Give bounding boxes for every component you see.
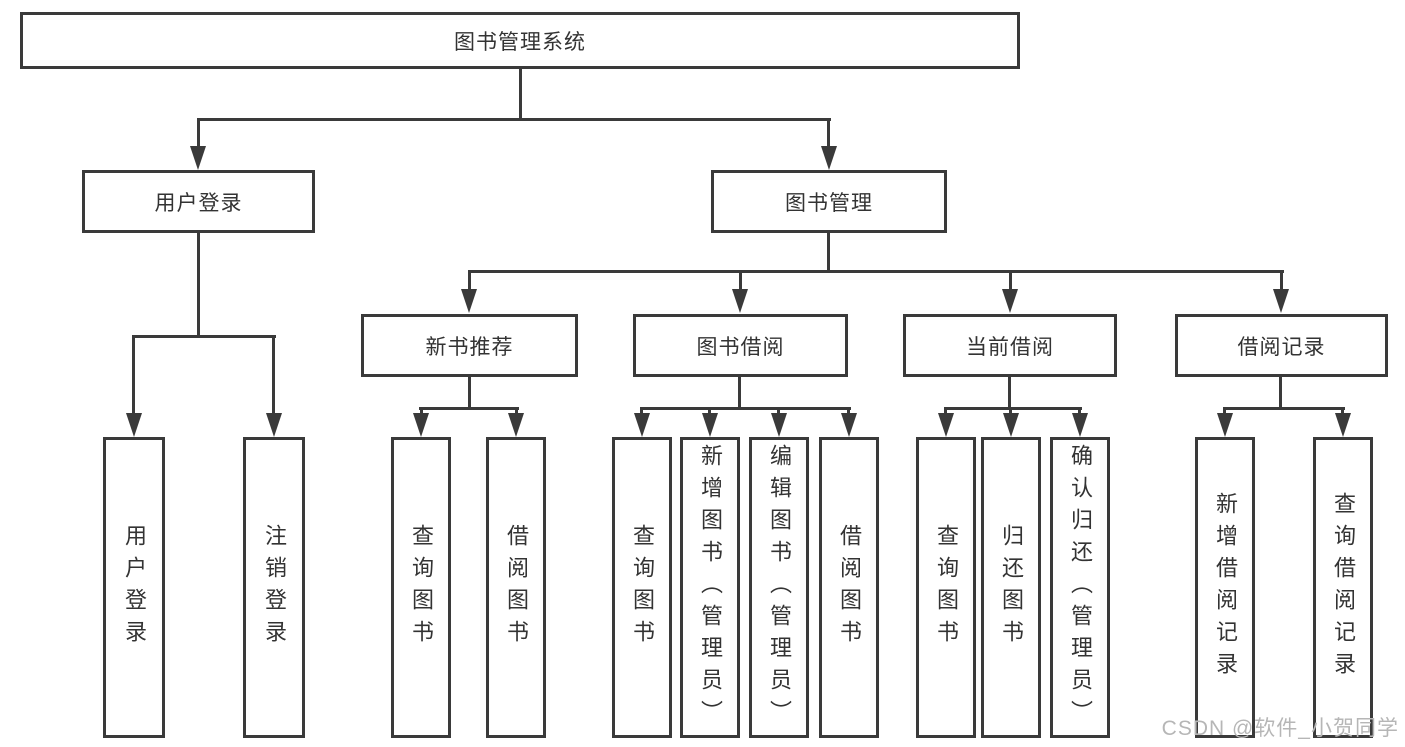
arrowhead-down-icon xyxy=(1003,413,1019,437)
node-label: 新书推荐 xyxy=(425,335,514,359)
connector-line xyxy=(1009,270,1012,292)
node-current-borrowing: 当前借阅 xyxy=(903,314,1117,377)
leaf-logout: 注销登录 xyxy=(243,437,305,738)
leaf-query-borrow-record: 查询借阅记录 xyxy=(1313,437,1373,738)
node-label: 图书管理 xyxy=(785,191,873,215)
node-book-management: 图书管理 xyxy=(711,170,947,233)
leaf-label: 用户登录 xyxy=(122,523,147,652)
arrowhead-down-icon xyxy=(266,413,282,437)
connector-line xyxy=(468,377,471,410)
connector-line xyxy=(1223,407,1345,410)
arrowhead-down-icon xyxy=(1273,289,1289,313)
leaf-label: 新增图书（管理员） xyxy=(698,443,723,732)
arrowhead-down-icon xyxy=(1335,413,1351,437)
connector-line xyxy=(1008,377,1011,410)
connector-line xyxy=(468,270,471,292)
arrowhead-down-icon xyxy=(1217,413,1233,437)
leaf-label: 查询图书 xyxy=(409,523,434,652)
arrowhead-down-icon xyxy=(771,413,787,437)
node-library-system: 图书管理系统 xyxy=(20,12,1020,69)
leaf-label: 查询图书 xyxy=(630,523,655,652)
node-user-login: 用户登录 xyxy=(82,170,315,233)
node-new-book-recommendation: 新书推荐 xyxy=(361,314,578,377)
connector-line xyxy=(944,407,1082,410)
connector-line xyxy=(519,68,522,121)
connector-line xyxy=(197,233,200,338)
connector-line xyxy=(132,335,135,421)
leaf-borrow-books: 借阅图书 xyxy=(486,437,546,738)
arrowhead-down-icon xyxy=(841,413,857,437)
node-label: 图书管理系统 xyxy=(454,30,586,54)
connector-line xyxy=(827,118,830,150)
connector-line xyxy=(738,377,741,410)
connector-line xyxy=(1280,270,1283,292)
node-label: 借阅记录 xyxy=(1237,335,1326,359)
leaf-query-books: 查询图书 xyxy=(391,437,451,738)
leaf-label: 确认归还（管理员） xyxy=(1068,443,1093,732)
connector-line xyxy=(1279,377,1282,410)
leaf-query-books: 查询图书 xyxy=(916,437,976,738)
leaf-label: 编辑图书（管理员） xyxy=(767,443,792,732)
connector-line xyxy=(640,407,851,410)
node-book-borrowing: 图书借阅 xyxy=(633,314,848,377)
leaf-label: 新增借阅记录 xyxy=(1213,491,1238,684)
leaf-label: 注销登录 xyxy=(262,523,287,652)
arrowhead-down-icon xyxy=(461,289,477,313)
arrowhead-down-icon xyxy=(1002,289,1018,313)
connector-line xyxy=(739,270,742,292)
arrowhead-down-icon xyxy=(938,413,954,437)
arrowhead-down-icon xyxy=(821,146,837,170)
arrowhead-down-icon xyxy=(732,289,748,313)
arrowhead-down-icon xyxy=(126,413,142,437)
arrowhead-down-icon xyxy=(634,413,650,437)
leaf-query-books: 查询图书 xyxy=(612,437,672,738)
leaf-label: 归还图书 xyxy=(999,523,1024,652)
arrowhead-down-icon xyxy=(1072,413,1088,437)
node-borrowing-records: 借阅记录 xyxy=(1175,314,1388,377)
node-label: 图书借阅 xyxy=(696,335,785,359)
connector-line xyxy=(419,407,519,410)
leaf-label: 查询图书 xyxy=(934,523,959,652)
leaf-label: 借阅图书 xyxy=(504,523,529,652)
connector-line xyxy=(468,270,1284,273)
connector-line xyxy=(197,118,831,121)
arrowhead-down-icon xyxy=(508,413,524,437)
leaf-borrow-books: 借阅图书 xyxy=(819,437,879,738)
connector-line xyxy=(197,118,200,150)
connector-line xyxy=(132,335,276,338)
leaf-add-borrow-record: 新增借阅记录 xyxy=(1195,437,1255,738)
leaf-label: 借阅图书 xyxy=(837,523,862,652)
leaf-add-books-admin: 新增图书（管理员） xyxy=(680,437,740,738)
arrowhead-down-icon xyxy=(702,413,718,437)
leaf-edit-books-admin: 编辑图书（管理员） xyxy=(749,437,809,738)
arrowhead-down-icon xyxy=(413,413,429,437)
leaf-user-login: 用户登录 xyxy=(103,437,165,738)
leaf-confirm-return-admin: 确认归还（管理员） xyxy=(1050,437,1110,738)
node-label: 当前借阅 xyxy=(966,335,1054,359)
leaf-label: 查询借阅记录 xyxy=(1331,491,1356,684)
csdn-watermark: CSDN @软件_小贺同学 xyxy=(1161,717,1399,740)
arrowhead-down-icon xyxy=(190,146,206,170)
leaf-return-books: 归还图书 xyxy=(981,437,1041,738)
connector-line xyxy=(827,233,830,273)
node-label: 用户登录 xyxy=(154,191,243,215)
connector-line xyxy=(272,335,275,421)
